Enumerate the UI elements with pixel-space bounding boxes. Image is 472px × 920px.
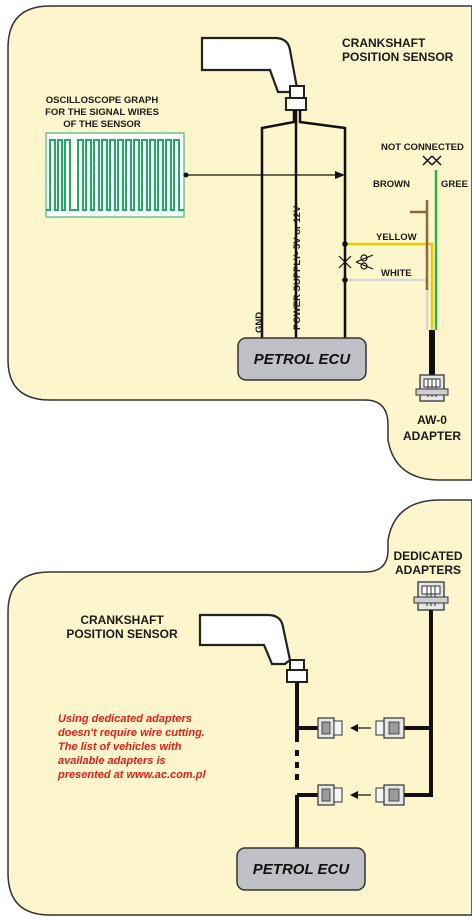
connector-pair-upper <box>317 717 405 739</box>
yellow-label: YELLOW <box>376 232 417 243</box>
brown-wire <box>410 200 429 290</box>
brown-label: BROWN <box>373 179 410 190</box>
ecu-label-bottom: PETROL ECU <box>253 861 351 878</box>
crankshaft-sensor-icon <box>200 36 307 111</box>
note-line5: presented at www.ac.com.pl <box>57 769 206 781</box>
dedicated-line2: ADAPTERS <box>395 563 461 577</box>
dotted-continuation <box>295 750 299 780</box>
aw0-adapter-icon <box>415 374 449 402</box>
bottom-panel <box>7 499 472 916</box>
connector-pair-lower <box>317 784 405 806</box>
adapter-line1: AW-0 <box>417 413 447 427</box>
petrol-ecu-bottom: PETROL ECU <box>236 847 366 891</box>
osc-line2: FOR THE SIGNAL WIRES <box>45 107 159 118</box>
sensor-cable-bundle <box>260 110 347 340</box>
note-line4: available adapters is <box>58 755 166 767</box>
osc-line1: OSCILLOSCOPE GRAPH <box>46 95 159 106</box>
note-line3: The list of vehicles with <box>58 741 182 753</box>
yellow-wire <box>345 242 434 330</box>
adapter-line2: ADAPTER <box>403 429 461 443</box>
sensor-title-line1: CRANKSHAFT <box>342 36 426 50</box>
sensor-title-bottom-line2: POSITION SENSOR <box>66 627 178 641</box>
not-connected-label: NOT CONNECTED <box>381 142 464 153</box>
not-connected-marks <box>422 155 442 166</box>
oscilloscope-graph <box>45 132 185 218</box>
dedicated-adapter-icon <box>413 581 449 611</box>
signal-arrow-head <box>335 171 345 179</box>
crankshaft-sensor-bottom-icon <box>198 613 308 683</box>
petrol-ecu-top: PETROL ECU <box>237 337 367 381</box>
oscilloscope-waveform <box>46 139 184 211</box>
signal-arrow-dot <box>183 172 189 178</box>
bottom-wire-set <box>295 610 433 848</box>
junction-dot-yellow <box>342 241 348 247</box>
ecu-label-top: PETROL ECU <box>254 351 352 368</box>
note-line2: doesn't require wire cutting. <box>58 727 205 739</box>
top-wire-set <box>345 170 438 375</box>
white-label: WHITE <box>381 268 412 279</box>
green-label: GREE <box>441 179 468 190</box>
sensor-title-bottom-line1: CRANKSHAFT <box>80 613 164 627</box>
sensor-title-line2: POSITION SENSOR <box>342 50 454 64</box>
gnd-label: GND <box>254 312 265 333</box>
scissors-icon <box>338 254 374 270</box>
power-supply-label: POWER SUPPLY- 5V or 12V <box>292 205 303 330</box>
note-line1: Using dedicated adapters <box>58 713 192 725</box>
junction-dot-white <box>342 277 348 283</box>
dedicated-line1: DEDICATED <box>393 549 462 563</box>
osc-line3: OF THE SENSOR <box>63 119 141 130</box>
